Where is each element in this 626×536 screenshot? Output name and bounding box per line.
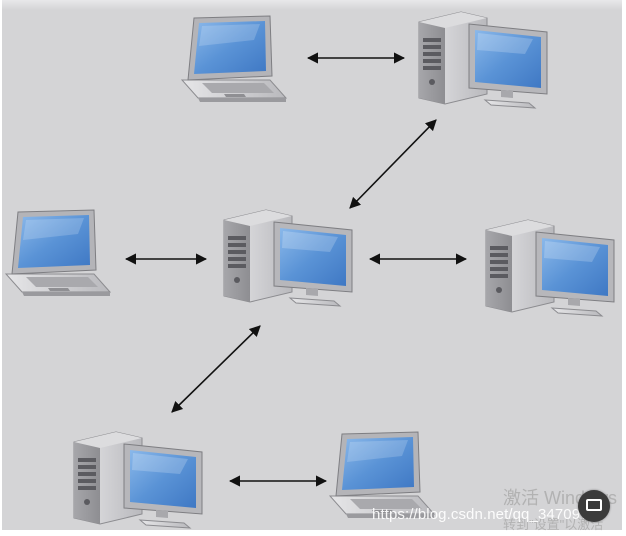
background-fade xyxy=(2,0,622,10)
picture-icon[interactable] xyxy=(578,490,610,522)
desktop-center xyxy=(223,209,353,307)
laptop-left xyxy=(5,209,111,297)
desktop-top-right xyxy=(418,11,548,109)
laptop-top xyxy=(181,15,287,103)
link-desktop-center-desktop-bottom-left xyxy=(171,325,261,413)
windows-activation-subtext: 转到"设置"以激活 xyxy=(503,517,604,532)
link-desktop-top-right-desktop-center xyxy=(349,119,437,209)
source-url-watermark: https://blog.csdn.net/qq_34709784 xyxy=(372,506,606,523)
desktop-bottom-left xyxy=(73,431,203,529)
desktop-right xyxy=(485,219,615,317)
